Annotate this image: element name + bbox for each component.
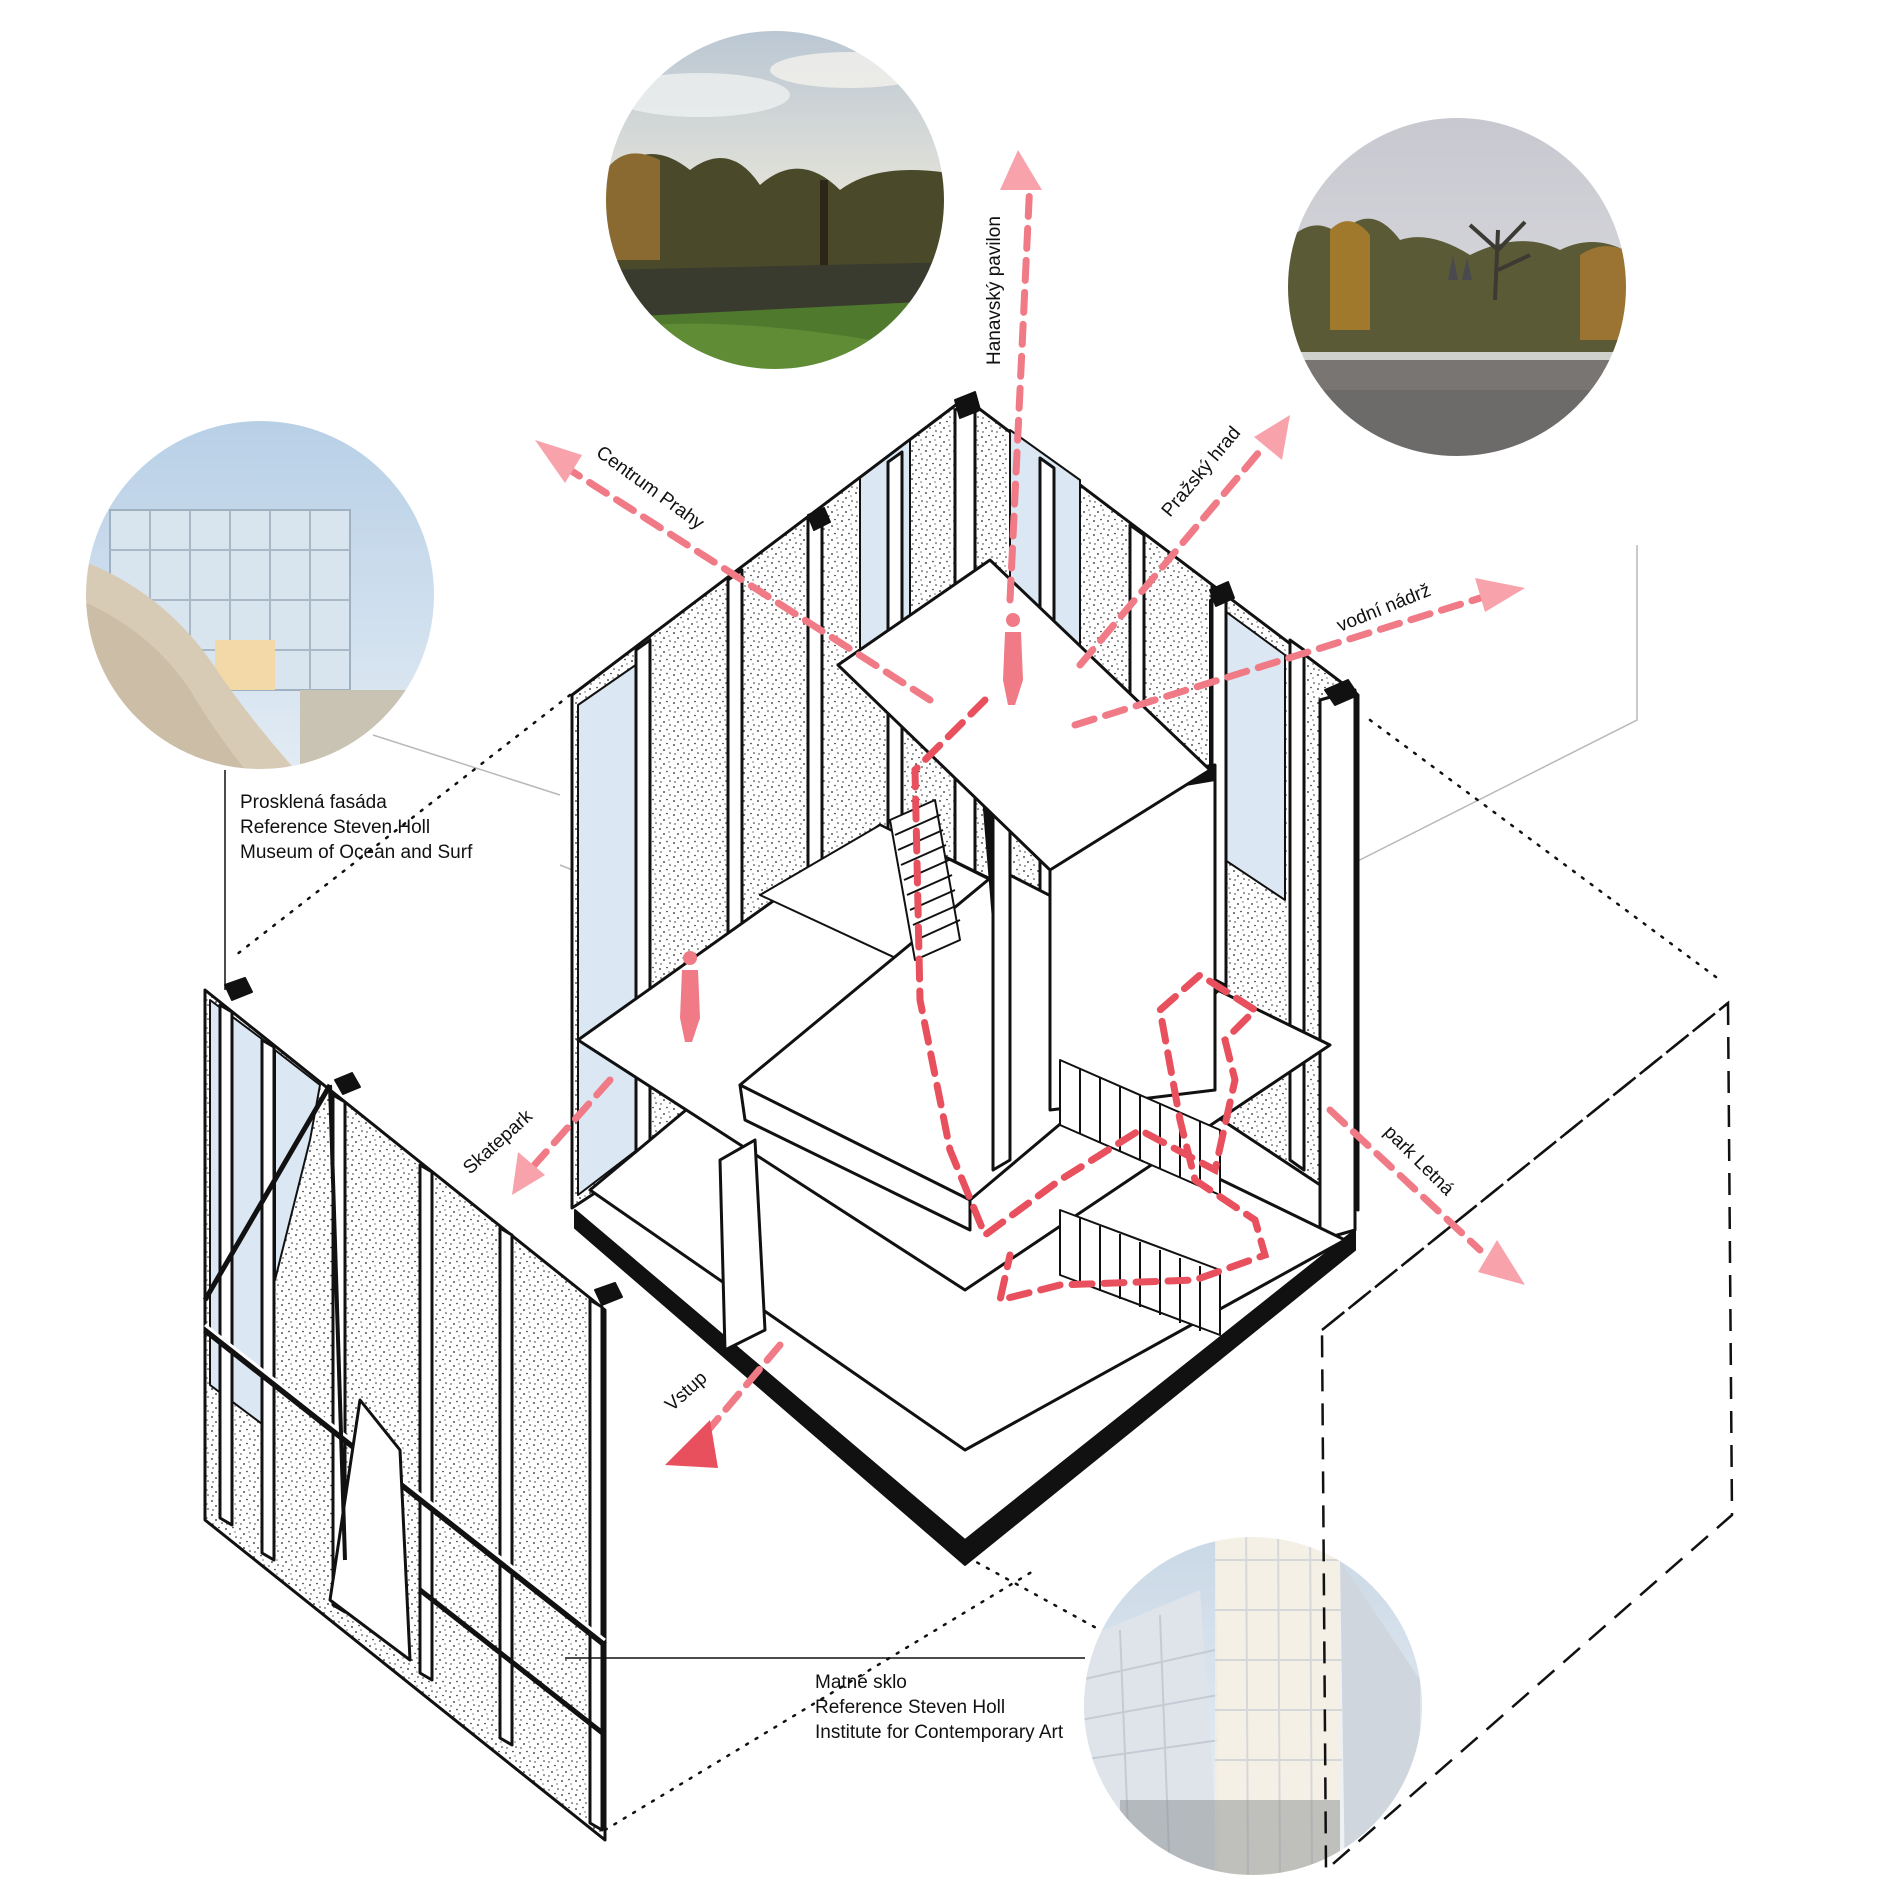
- route-interior: [911, 696, 1270, 1305]
- label-hanavsky-pavilon: Hanavský pavilon: [984, 216, 1005, 365]
- route-arrowheads: [512, 150, 1525, 1468]
- contemporary-art-institute-photo: [1083, 1536, 1423, 1876]
- arrowhead-skatepark: [512, 1152, 545, 1195]
- arrowhead-hanavsky: [1000, 150, 1042, 190]
- label-park-letna: park Letná: [1379, 1122, 1458, 1201]
- figure-lower: [680, 951, 700, 1042]
- route-letna: [1326, 1106, 1484, 1254]
- arrowhead-centrum: [535, 440, 582, 483]
- circulation-routes: [526, 176, 1494, 1444]
- note-glass-facade-line3: Museum of Ocean and Surf: [240, 842, 473, 863]
- facade-panel: [202, 977, 623, 1842]
- route-hanavsky: [1006, 176, 1034, 604]
- dotted-guides: [234, 693, 1722, 1832]
- note-glass-facade: Prosklená fasáda Reference Steven Holl M…: [240, 792, 473, 863]
- route-centrum: [566, 466, 934, 704]
- arrowhead-vstup: [665, 1420, 718, 1468]
- note-matte-glass-line3: Institute for Contemporary Art: [815, 1722, 1064, 1743]
- arrowhead-hrad: [1254, 415, 1290, 460]
- route-hrad: [1076, 441, 1269, 669]
- park-pond-photo: [605, 30, 945, 370]
- note-matte-glass-line2: Reference Steven Holl: [815, 1697, 1005, 1718]
- label-vstup: Vstup: [661, 1368, 711, 1416]
- route-nadrz: [1071, 591, 1494, 729]
- note-glass-facade-line1: Prosklená fasáda: [240, 792, 387, 813]
- arrowhead-nadrz: [1475, 578, 1525, 612]
- ghost-volume: [1320, 1000, 1734, 1873]
- route-vstup: [696, 1341, 784, 1444]
- note-matte-glass: Matné sklo Reference Steven Holl Institu…: [815, 1672, 1064, 1743]
- note-glass-facade-line2: Reference Steven Holl: [240, 817, 430, 838]
- leader-lines: [224, 770, 1085, 1659]
- ocean-surf-museum-photo: [85, 420, 435, 770]
- human-figures: [680, 613, 1023, 1042]
- route-skatepark: [526, 1076, 614, 1174]
- note-matte-glass-line1: Matné sklo: [815, 1672, 907, 1693]
- figure-upper: [1003, 613, 1023, 705]
- arrowhead-letna: [1478, 1240, 1525, 1285]
- label-prazsky-hrad: Pražský hrad: [1158, 423, 1245, 521]
- building-axonometric: [570, 391, 1360, 1566]
- castle-view-photo: [1287, 117, 1627, 457]
